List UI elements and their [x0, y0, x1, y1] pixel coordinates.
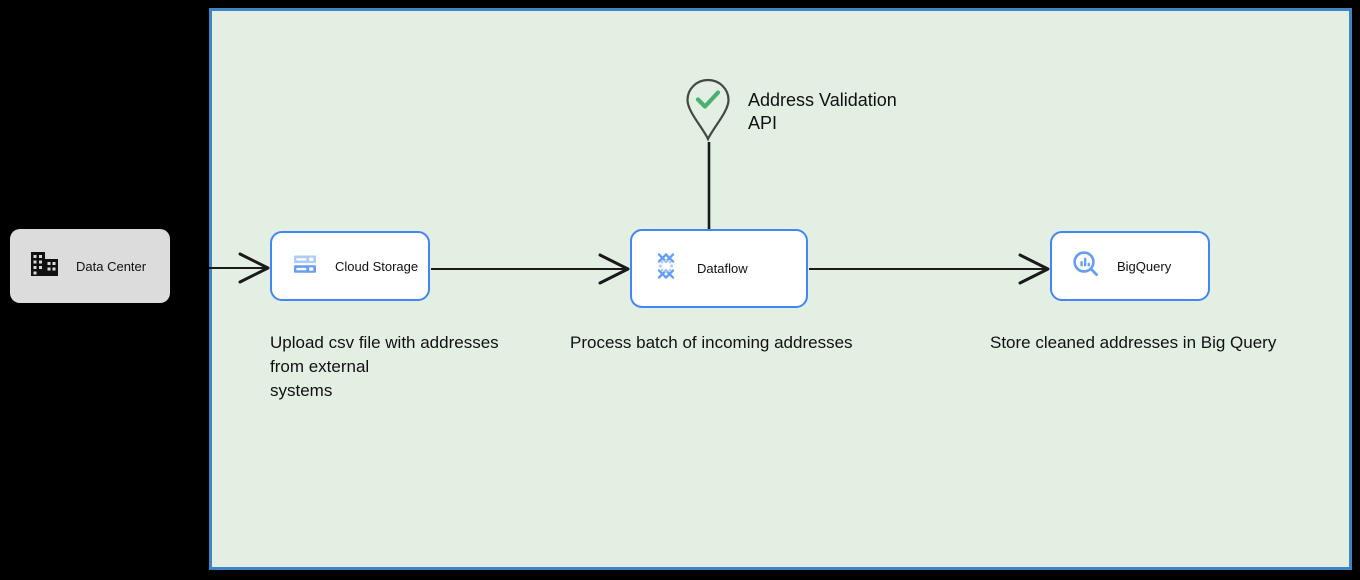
bigquery-icon — [1071, 249, 1101, 284]
node-data-center[interactable]: Data Center — [10, 229, 170, 303]
caption-bigquery: Store cleaned addresses in Big Query — [990, 333, 1277, 352]
caption-dataflow: Process batch of incoming addresses — [570, 333, 853, 352]
node-bigquery-label: BigQuery — [1117, 258, 1172, 274]
node-bigquery[interactable]: BigQuery — [1050, 231, 1210, 301]
cloud-storage-icon — [291, 250, 319, 283]
dataflow-icon — [651, 251, 681, 286]
node-data-center-label: Data Center — [76, 258, 147, 274]
node-cloud-storage-label: Cloud Storage — [335, 258, 419, 274]
map-pin-check-icon — [684, 78, 732, 142]
node-cloud-storage[interactable]: Cloud Storage — [270, 231, 430, 301]
caption-cloud-storage: Upload csv file with addresses from exte… — [270, 333, 499, 400]
data-center-building-icon — [30, 249, 60, 284]
external-service-label: Address Validation API — [748, 90, 897, 133]
node-dataflow-label: Dataflow — [697, 261, 748, 276]
node-dataflow[interactable]: Dataflow — [630, 229, 808, 308]
